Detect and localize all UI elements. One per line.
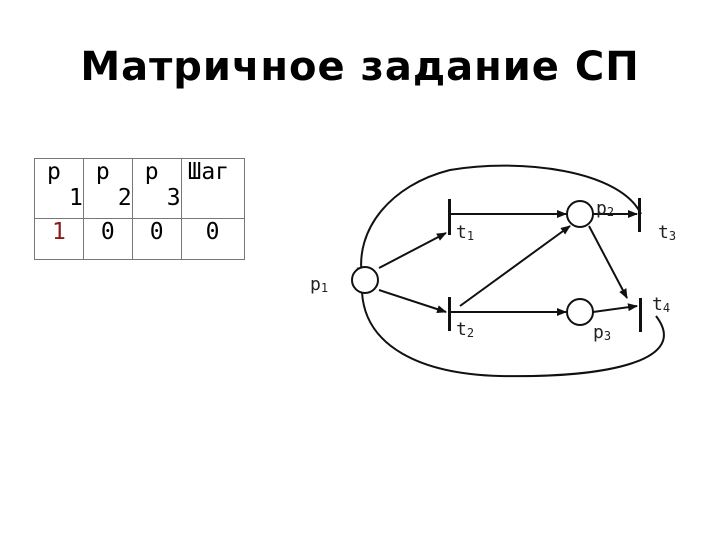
arc-t4-p1-loop: [361, 291, 665, 378]
header-p1-sub: 1: [69, 185, 83, 211]
marking-value-row: 1 0 0 0: [34, 218, 245, 260]
value-p2: 0: [82, 218, 133, 260]
header-p2-sub: 2: [117, 185, 132, 211]
header-step-label: Шаг: [187, 159, 230, 185]
label-t4: t4: [652, 294, 670, 315]
arc-p1-t2: [378, 289, 447, 313]
transition-t3: [638, 198, 641, 232]
header-p2-label: p: [95, 159, 110, 185]
slide-title: Матричное задание СП: [80, 44, 640, 90]
place-p1: [351, 266, 379, 294]
header-p3-sub: 3: [166, 185, 181, 211]
header-p3-label: p: [144, 159, 159, 185]
arc-p3-t4: [592, 303, 638, 313]
value-p1: 1: [34, 218, 84, 260]
label-p2: p2: [596, 198, 614, 219]
header-cell-step: Шаг: [180, 158, 245, 219]
label-t1: t1: [456, 222, 474, 243]
place-p3: [566, 298, 594, 326]
transition-t1: [448, 199, 451, 235]
arc-t3-p1-loop: [356, 164, 642, 277]
arc-p1-t1: [378, 232, 447, 269]
arc-t2-p2: [459, 225, 571, 307]
place-p2: [566, 200, 594, 228]
label-p1: p1: [310, 274, 328, 295]
arc-p2-t4: [588, 225, 628, 299]
header-p1-label: p: [47, 159, 61, 185]
label-p3: p3: [593, 322, 611, 343]
transition-t4: [639, 298, 642, 332]
label-t3: t3: [658, 222, 676, 243]
transition-t2: [448, 297, 451, 331]
value-step: 0: [180, 218, 245, 260]
label-t2: t2: [456, 319, 474, 340]
